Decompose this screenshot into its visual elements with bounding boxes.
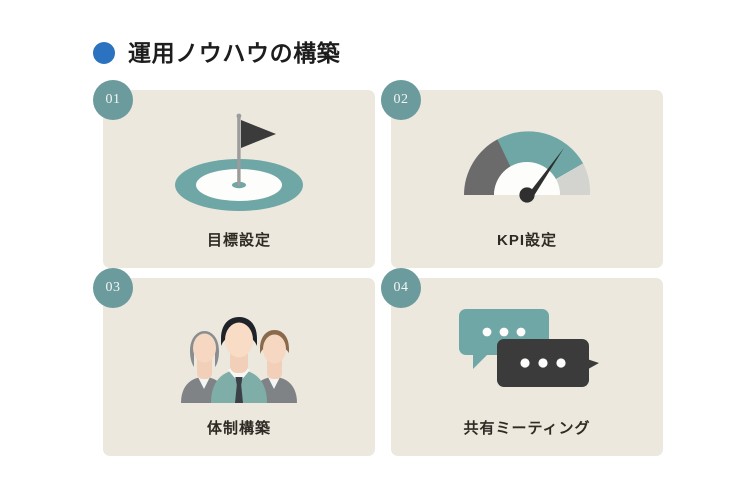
step-card-04[interactable]: 04	[381, 268, 663, 456]
step-card-label: KPI設定	[496, 232, 557, 249]
gauge-icon	[391, 98, 663, 220]
step-number-badge: 03	[93, 268, 133, 308]
chat-bubbles-icon	[391, 286, 663, 408]
bullet-circle-icon	[93, 42, 115, 64]
step-card-label: 体制構築	[206, 420, 271, 437]
step-number-badge: 01	[93, 80, 133, 120]
target-flag-icon	[103, 98, 375, 220]
step-number-badge: 02	[381, 80, 421, 120]
page-title-text: 運用ノウハウの構築	[128, 39, 341, 66]
step-card-03[interactable]: 03	[93, 268, 375, 456]
page-title: 運用ノウハウの構築	[93, 36, 340, 70]
step-card-label: 目標設定	[206, 232, 271, 249]
team-people-icon	[103, 286, 375, 408]
step-card-02[interactable]: 02 KPI設定	[381, 80, 663, 268]
step-card-01[interactable]: 01 目標設定	[93, 80, 375, 268]
step-card-label: 共有ミーティング	[463, 420, 591, 437]
step-number-badge: 04	[381, 268, 421, 308]
step-card-grid: 01 目標設定 02	[93, 80, 663, 456]
